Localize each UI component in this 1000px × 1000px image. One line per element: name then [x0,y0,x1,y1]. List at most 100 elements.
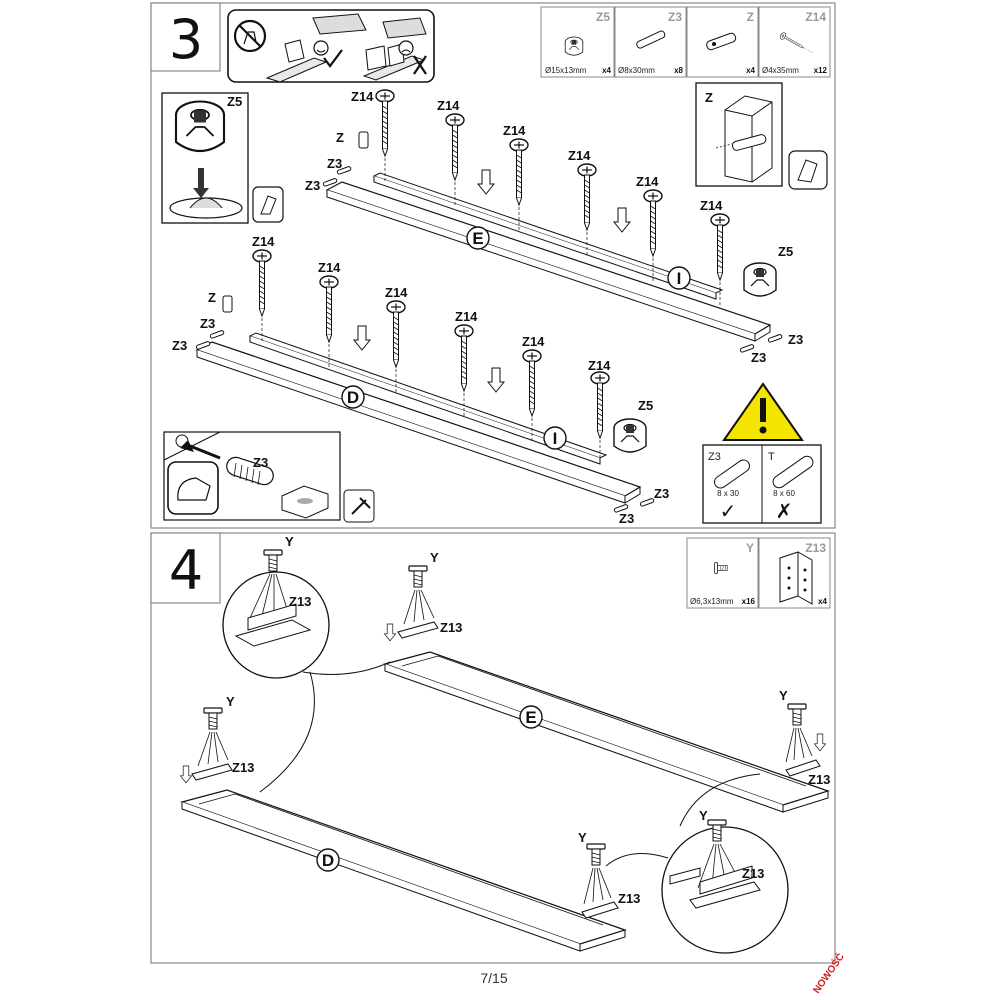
label-z13: Z13 [618,891,640,906]
dowel-insertion-inset: Z3 [163,431,375,523]
part-z3-code: Z3 [668,10,682,24]
label-z: Z [208,290,216,305]
label-z14: Z14 [636,174,659,189]
cross-icon [413,55,427,75]
part-z-code: Z [747,10,754,24]
z5-detail-label: Z5 [227,94,242,109]
label-z3: Z3 [751,350,766,365]
part-z5-code: Z5 [596,10,610,24]
part-z14-code: Z14 [805,10,826,24]
label-z14: Z14 [588,358,611,373]
label-z13: Z13 [289,594,311,609]
hand-icon [243,31,257,45]
bad-dowel-size: 8 x 60 [773,489,795,498]
screws-panel-e: Z14 Z14 Z14 Z14 Z14 Z14 [351,89,730,306]
screws-panel-d: Z14 Z14 Z14 Z14 Z14 Z14 [252,234,611,464]
label-y: Y [699,808,708,823]
label-z14: Z14 [700,198,723,213]
label-z14: Z14 [351,89,374,104]
step4-panel-d-label: D [322,851,334,870]
label-y: Y [779,688,788,703]
part-y-size: Ø6,3x13mm [690,597,734,606]
label-z3: Z3 [200,316,215,331]
sad-icon [398,40,414,56]
label-t: T [768,451,775,463]
cam-lock-icon [564,36,584,56]
bracket-e-left: Y Z13 [384,550,462,642]
z-detail-label: Z [705,90,713,105]
label-z5: Z5 [778,244,793,259]
part-y-qty: x16 [742,597,756,606]
label-z14: Z14 [503,123,526,138]
dowel-inset-label: Z3 [253,455,268,470]
label-z3: Z3 [788,332,803,347]
label-z14: Z14 [522,334,545,349]
part-z13-qty: x4 [818,597,827,606]
label-z5: Z5 [638,398,653,413]
check-icon: ✓ [720,499,737,523]
label-y: Y [578,830,587,845]
step3-panel-d-label: D [347,388,359,407]
part-z14-qty: x12 [814,66,828,75]
label-y: Y [285,534,294,549]
label-z14: Z14 [385,285,408,300]
label-z13: Z13 [742,866,764,881]
bracket-detail-magnifier-top: Y Z13 [222,534,391,679]
step4-parts-table: Y Z13 Ø6,3x13mm x16 x4 [686,537,831,609]
step3-panel-d-rail-label: I [553,429,558,448]
brand-badge: NOWOŚĆ [810,950,847,995]
label-z14: Z14 [437,98,460,113]
part-z5-size: Ø15x13mm [545,66,587,75]
label-z14: Z14 [252,234,275,249]
label-z14: Z14 [455,309,478,324]
step3-panel-e-label: E [472,229,483,248]
label-z14: Z14 [318,260,341,275]
label-z13: Z13 [440,620,462,635]
part-z3-qty: x8 [674,66,683,75]
bracket-d-right: Y Z13 [578,830,669,919]
z5-detail-inset: Z5 [161,92,249,224]
step4-frame [150,532,836,964]
step4-panel-e-label: E [525,708,536,727]
check-icon [323,49,343,68]
page-number: 7/15 [480,970,507,986]
step3-panel-e-rail-label: I [677,269,682,288]
ok-dowel-size: 8 x 30 [717,489,739,498]
label-z3: Z3 [654,486,669,501]
part-z3-size: Ø8x30mm [618,66,655,75]
label-z3: Z3 [172,338,187,353]
part-z-qty: x4 [746,66,755,75]
label-z: Z [336,130,344,145]
smile-icon [313,40,329,56]
dowel-icon [636,30,666,49]
step4-panel-e: E [382,651,830,813]
part-z14-size: Ø4x35mm [762,66,799,75]
angle-bracket-icon [779,551,813,605]
handling-warning-panel [227,9,435,83]
part-z13-code: Z13 [805,541,826,555]
label-z3: Z3 [619,511,634,526]
label-y: Y [430,550,439,565]
cam-bolt-z [222,295,233,313]
step3-panel-e: E I [325,172,772,342]
step3-number-box [150,2,221,72]
bracket-detail-magnifier-bottom: Y Z13 [661,773,789,954]
label-z14: Z14 [568,148,591,163]
step3-frame [150,2,836,529]
part-y-code: Y [746,541,754,555]
step4-number-box [150,532,221,604]
step3-parts-table: Z5 Z3 Z Z14 Ø15x13mm Ø8x30mm Ø4x35mm x4 … [540,6,831,78]
label-z3: Z3 [327,156,342,171]
label-z3: Z3 [305,178,320,193]
bracket-d-left: Y Z13 [180,671,315,793]
label-z13: Z13 [232,760,254,775]
step4-panel-d: D [179,789,627,952]
label-z13: Z13 [808,772,830,787]
cross-icon: ✗ [776,499,793,523]
bracket-e-right: Y Z13 [779,688,830,787]
part-z5-qty: x4 [602,66,611,75]
label-z3: Z3 [708,451,721,463]
step4-number: 4 [169,539,203,602]
label-y: Y [226,694,235,709]
